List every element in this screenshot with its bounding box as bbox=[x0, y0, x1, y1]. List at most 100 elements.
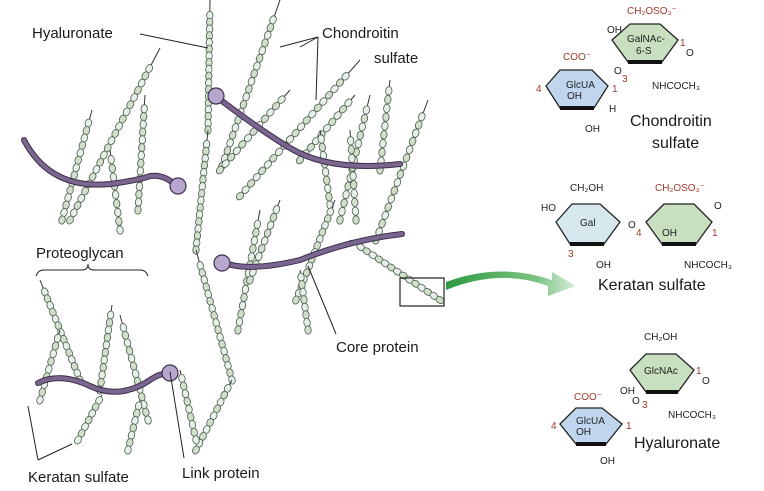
proteoglycan-lower-left bbox=[35, 364, 179, 395]
hy-o-link: O bbox=[632, 396, 640, 407]
sugar-bead bbox=[347, 136, 355, 146]
ks-pos3: 3 bbox=[568, 249, 574, 260]
sugar-bead bbox=[385, 86, 393, 96]
sugar-bead bbox=[144, 415, 152, 425]
sugar-bead bbox=[348, 153, 356, 163]
hy-glcua-oh: OH bbox=[576, 427, 591, 438]
sugar-bead bbox=[192, 445, 200, 455]
cs-oh-bottom: OH bbox=[585, 124, 600, 135]
sugar-bead bbox=[418, 112, 426, 122]
sugar-bead bbox=[115, 216, 123, 226]
ks-ch2oh: CH₂OH bbox=[570, 183, 603, 194]
zoom-arrow bbox=[446, 271, 576, 296]
sugar-bead bbox=[318, 142, 326, 152]
sugar-bead bbox=[124, 445, 132, 455]
sugar-bead bbox=[350, 180, 358, 190]
structure-chondroitin-sulfate: COO⁻ GlcUA OH OH 4 1 H CH₂OSO₃⁻ OH GalNA… bbox=[536, 6, 712, 152]
hy-pos4: 4 bbox=[551, 421, 557, 432]
hy-glcua: GlcUA bbox=[576, 416, 605, 427]
hy-o-right: O bbox=[702, 376, 710, 387]
sugar-bead bbox=[134, 197, 143, 207]
proteoglycan-upper-left bbox=[21, 137, 187, 195]
sugar-bead bbox=[340, 198, 348, 208]
ks-gal: Gal bbox=[580, 218, 596, 229]
sugar-bead bbox=[138, 135, 146, 145]
structure-hyaluronate: CH₂OH GlcNAc OH NHCOCH₃ O 3 1 O COO⁻ Glc… bbox=[551, 332, 720, 467]
sugar-bead bbox=[408, 136, 417, 146]
sugar-bead bbox=[136, 166, 145, 176]
hy-glcnac: GlcNAc bbox=[644, 366, 678, 377]
chondroitin-sulfate-chain bbox=[349, 239, 445, 304]
ks-o-right: O bbox=[714, 201, 722, 212]
cs-h: H bbox=[609, 104, 616, 115]
sugar-bead bbox=[36, 395, 44, 405]
core-protein-strand bbox=[216, 96, 402, 168]
sugar-bead bbox=[66, 215, 74, 225]
ks-pos1: 1 bbox=[712, 228, 718, 239]
cs-title-1: Chondroitin bbox=[630, 113, 712, 130]
chondroitin-sulfate-chain bbox=[234, 209, 262, 335]
keratan-sulfate-chain bbox=[134, 94, 148, 215]
keratan-sulfate-chain bbox=[119, 314, 152, 425]
sugar-bead bbox=[384, 202, 392, 212]
sugar-bead bbox=[402, 153, 411, 163]
cs-pos4: 4 bbox=[536, 84, 542, 95]
core-proteins bbox=[21, 87, 405, 395]
core-protein-strand bbox=[222, 232, 404, 269]
sugar-bead bbox=[74, 435, 82, 445]
sugar-bead bbox=[383, 103, 391, 113]
keratan-sulfate-chain bbox=[292, 199, 336, 305]
ks-pos4: 4 bbox=[636, 228, 642, 239]
sugar-bead bbox=[238, 301, 247, 311]
hyaluronate-backbone bbox=[195, 249, 236, 385]
sugar-bead bbox=[234, 325, 242, 335]
sugar-bead bbox=[382, 112, 390, 122]
proteoglycan-middle-right bbox=[213, 231, 405, 272]
hy-pos1: 1 bbox=[626, 421, 632, 432]
sugar-bead bbox=[362, 105, 371, 115]
cs-pos1b: 1 bbox=[680, 38, 686, 49]
sugar-bead bbox=[325, 192, 333, 202]
sugar-bead bbox=[247, 252, 256, 262]
label-chondroitin-sulfate-1: Chondroitin bbox=[322, 25, 399, 42]
core-protein-strand bbox=[36, 371, 172, 394]
ks-title: Keratan sulfate bbox=[598, 277, 706, 294]
hyaluronate-backbone bbox=[192, 379, 233, 455]
chondroitin-sulfate-chain bbox=[178, 369, 200, 445]
sugar-bead bbox=[241, 284, 250, 294]
ring-glcnac6s bbox=[645, 203, 713, 245]
sugar-bead bbox=[324, 183, 332, 194]
sugar-bead bbox=[393, 178, 402, 187]
sugar-bead bbox=[137, 150, 145, 161]
cs-pos1: 1 bbox=[612, 84, 618, 95]
core-protein-strand bbox=[22, 138, 178, 188]
sugar-bead bbox=[378, 147, 386, 157]
sugar-bead bbox=[134, 205, 142, 215]
hy-pos3: 3 bbox=[642, 400, 648, 411]
cs-glcua: GlcUA bbox=[566, 80, 595, 91]
sugar-bead bbox=[249, 244, 257, 254]
sugar-bead bbox=[360, 113, 369, 124]
sugar-bead bbox=[342, 190, 350, 200]
hyaluronate-backbone bbox=[192, 129, 211, 255]
link-protein-knob bbox=[213, 254, 231, 272]
label-proteoglycan: Proteoglycan bbox=[36, 245, 124, 262]
chondroitin-sulfate-chain bbox=[66, 47, 161, 225]
sugar-bead bbox=[107, 155, 115, 165]
sugar-bead bbox=[354, 139, 362, 149]
sugar-bead bbox=[140, 112, 148, 122]
sugar-bead bbox=[381, 121, 389, 131]
label-keratan-sulfate: Keratan sulfate bbox=[28, 469, 129, 486]
ks-oh-bottom: OH bbox=[596, 260, 611, 271]
sugar-bead bbox=[235, 317, 244, 327]
label-link-protein: Link protein bbox=[182, 465, 260, 482]
cs-galnac-2: 6-S bbox=[636, 46, 652, 57]
structure-keratan-sulfate: CH₂OH HO Gal OH 3 O 4 CH₂OSO₃⁻ OH NHCOCH… bbox=[541, 183, 732, 294]
sugar-bead bbox=[405, 145, 414, 155]
keratan-sulfate-chain bbox=[376, 79, 393, 175]
sugar-bead bbox=[215, 165, 225, 175]
cs-ch2oso3: CH₂OSO₃⁻ bbox=[627, 6, 677, 17]
sugar-bead bbox=[347, 145, 355, 155]
sugar-bead bbox=[58, 215, 66, 225]
sugar-bead bbox=[381, 210, 389, 220]
